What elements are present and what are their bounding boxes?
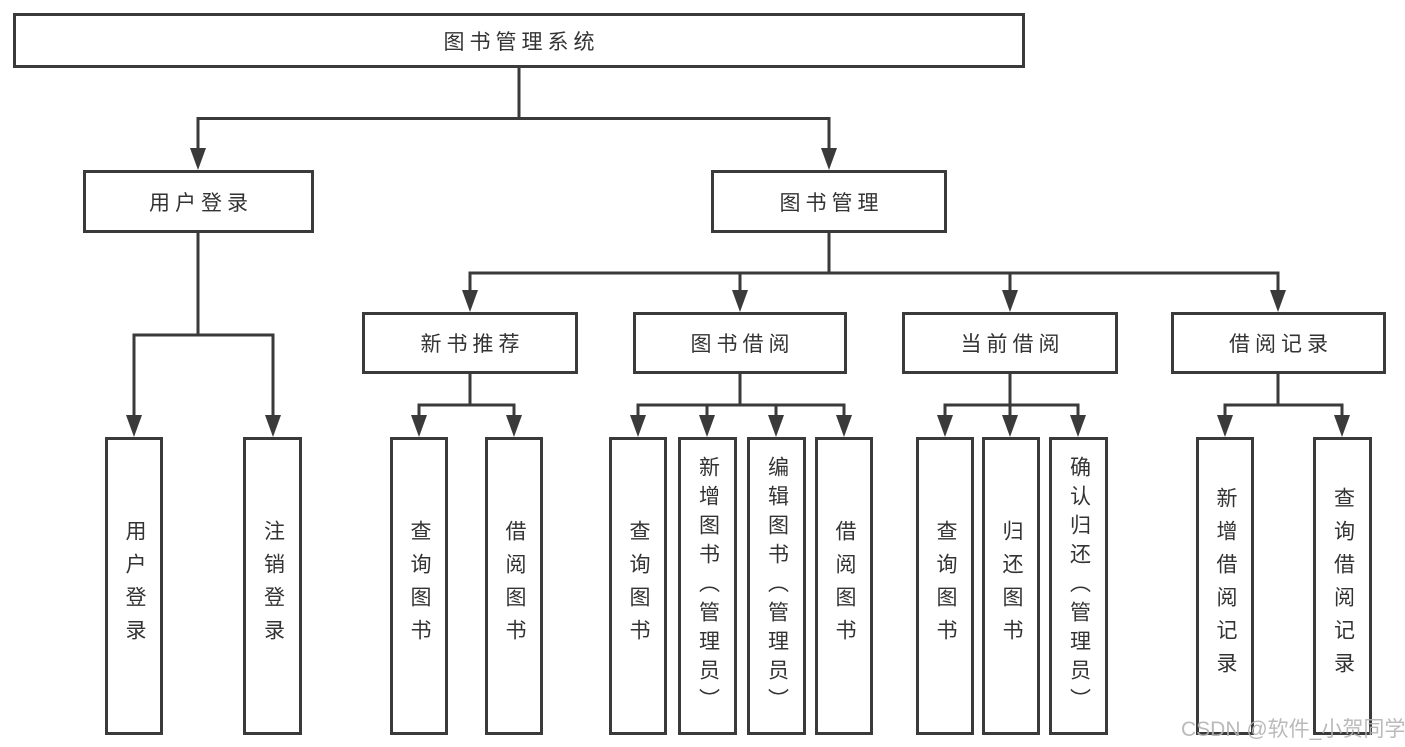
node-current-borrow: 当前借阅 [902, 312, 1118, 374]
node-book-borrow: 图书借阅 [633, 312, 847, 374]
node-new-book-recommend: 新书推荐 [362, 312, 578, 374]
node-leaf-confirm-return-admin: 确认归还（管理员） [1049, 437, 1108, 735]
node-borrow-record: 借阅记录 [1171, 312, 1386, 374]
node-leaf-add-borrow-record: 新增借阅记录 [1196, 437, 1254, 735]
node-leaf-query-borrow-record: 查询借阅记录 [1313, 437, 1372, 735]
node-leaf-add-book-admin: 新增图书（管理员） [678, 437, 737, 735]
node-leaf-query-book-3: 查询图书 [916, 437, 974, 735]
node-root: 图书管理系统 [13, 13, 1025, 68]
node-leaf-edit-book-admin: 编辑图书（管理员） [747, 437, 806, 735]
node-user-login: 用户登录 [83, 170, 314, 233]
csdn-watermark: CSDN @软件_小贺同学 [1181, 718, 1405, 741]
node-book-management: 图书管理 [711, 170, 947, 233]
node-leaf-user-login: 用户登录 [105, 437, 163, 735]
node-leaf-return-book: 归还图书 [982, 437, 1040, 735]
node-leaf-query-book-2: 查询图书 [609, 437, 667, 735]
node-leaf-query-book-1: 查询图书 [390, 437, 448, 735]
node-leaf-borrow-book-1: 借阅图书 [485, 437, 543, 735]
node-leaf-borrow-book-2: 借阅图书 [815, 437, 873, 735]
node-leaf-logout: 注销登录 [243, 437, 302, 735]
